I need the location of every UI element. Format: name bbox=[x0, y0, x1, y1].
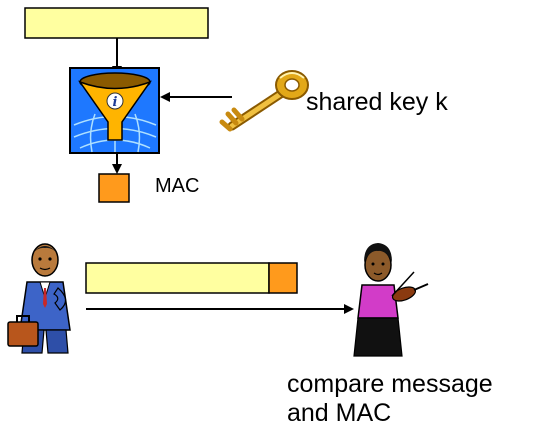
receiver-violinist-icon bbox=[353, 243, 429, 357]
mac-box bbox=[98, 173, 130, 203]
compare-label-line2: and MAC bbox=[287, 398, 392, 427]
sent-mac-box bbox=[268, 262, 298, 294]
compare-label-line1: compare message bbox=[287, 370, 493, 398]
key-icon bbox=[219, 70, 309, 132]
hash-filter-icon: i bbox=[69, 67, 160, 154]
sender-businessman-icon bbox=[7, 243, 71, 354]
shared-key-label: shared key k bbox=[306, 88, 448, 116]
mac-label: MAC bbox=[155, 175, 200, 197]
svg-text:i: i bbox=[113, 95, 118, 110]
message-box bbox=[24, 7, 209, 39]
compare-label: compare message and MAC bbox=[287, 370, 493, 428]
sent-message-box bbox=[85, 262, 270, 294]
